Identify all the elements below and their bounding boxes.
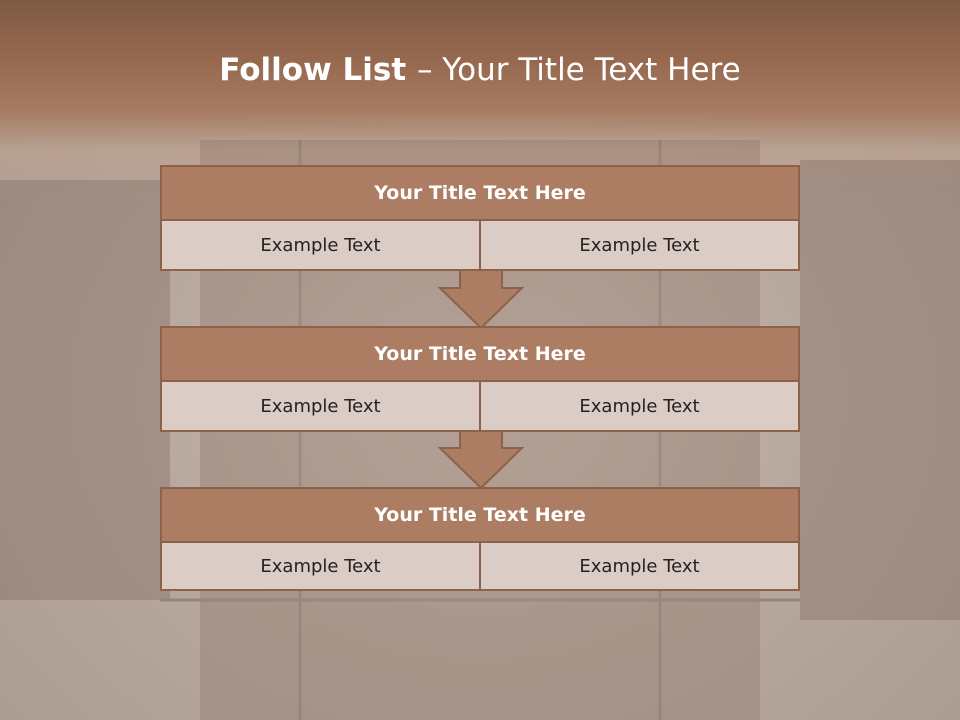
block-row: Example Text Example Text (160, 221, 800, 271)
block-cell-right: Example Text (479, 382, 798, 430)
down-arrow-icon (438, 268, 524, 330)
block-cell-right: Example Text (479, 543, 798, 589)
down-arrow-icon (438, 428, 524, 490)
slide-title: Follow List – Your Title Text Here (0, 52, 960, 88)
list-block-3: Your Title Text Here Example Text Exampl… (160, 487, 800, 591)
list-block-2: Your Title Text Here Example Text Exampl… (160, 326, 800, 432)
block-cell-right: Example Text (479, 221, 798, 269)
block-header: Your Title Text Here (160, 326, 800, 382)
block-row: Example Text Example Text (160, 382, 800, 432)
title-rest: – Your Title Text Here (416, 52, 741, 88)
block-cell-left: Example Text (260, 234, 381, 256)
block-row: Example Text Example Text (160, 543, 800, 591)
title-bold: Follow List (219, 52, 417, 88)
block-header: Your Title Text Here (160, 165, 800, 221)
block-header: Your Title Text Here (160, 487, 800, 543)
list-block-1: Your Title Text Here Example Text Exampl… (160, 165, 800, 271)
block-cell-left: Example Text (260, 395, 381, 417)
block-cell-left: Example Text (260, 555, 381, 577)
